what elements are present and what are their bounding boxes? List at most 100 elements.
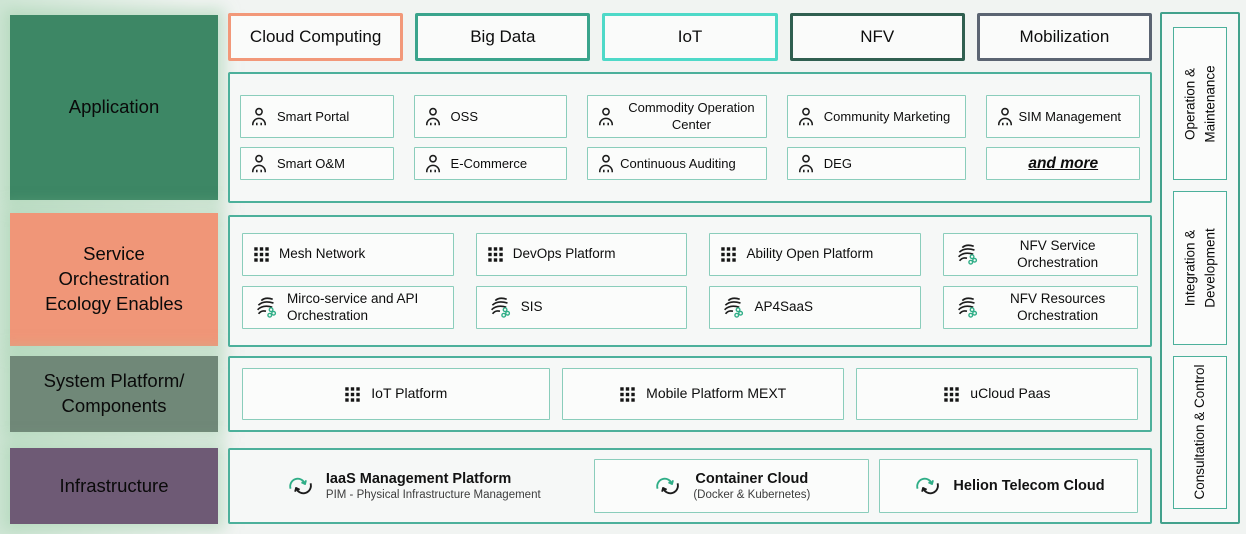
chip-nfv-label: NFV: [860, 27, 895, 46]
layer-infrastructure: Infrastructure: [10, 448, 218, 524]
cloud-sync-icon: [912, 473, 943, 499]
svc-item-mirco-service-api-orchestration: Mirco-service and API Orchestration: [242, 286, 454, 329]
infra-item-subtitle: (Docker & Kubernetes): [693, 489, 811, 501]
app-item-label: Continuous Auditing: [620, 155, 736, 171]
orchestration-icon: [954, 242, 979, 267]
infra-item-subtitle: PIM - Physical Infrastructure Management: [325, 489, 541, 501]
service-orchestration-panel: Mesh Network DevOps Platform Ability Ope…: [228, 215, 1152, 347]
svc-item-nfv-resources-orchestration: NFV Resources Orchestration: [943, 286, 1138, 329]
sys-item-iot-platform: IoT Platform: [242, 368, 550, 420]
vertical-label-line2: Development: [1202, 228, 1217, 308]
right-item-operation-maintenance: Operation & Maintenance: [1173, 27, 1227, 181]
layer-service-orchestration: Service Orchestration Ecology Enables: [10, 213, 218, 346]
svc-item-label: AP4SaaS: [754, 299, 814, 315]
svc-item-label: NFV Service Orchestration: [1017, 237, 1099, 270]
cloud-sync-icon: [285, 473, 316, 499]
vertical-label: Consultation & Control: [1190, 365, 1210, 500]
grid-icon: [344, 386, 361, 403]
svc-item-label: Mesh Network: [279, 246, 366, 262]
chip-iot-label: IoT: [677, 27, 703, 46]
grid-icon: [253, 246, 270, 263]
cloud-sync-icon: [652, 473, 683, 499]
app-item-label: Smart O&M: [277, 155, 345, 171]
application-panel: Smart Portal OSS Commodity Operation Cen…: [228, 72, 1152, 203]
app-item-label: Smart Portal: [277, 108, 350, 124]
infra-item-title: Container Cloud: [695, 471, 809, 487]
person-icon: [595, 106, 617, 128]
svc-item-ap4saas: AP4SaaS: [709, 286, 922, 329]
infra-item-title: IaaS Management Platform: [325, 471, 512, 487]
svc-item-sis: SIS: [475, 286, 688, 329]
layer-application-label: Application: [68, 96, 160, 118]
svc-item-nfv-service-orchestration: NFV Service Orchestration: [943, 233, 1138, 276]
app-item-continuous-auditing: Continuous Auditing: [587, 147, 767, 180]
chip-cloud-computing-label: Cloud Computing: [249, 27, 382, 46]
layer-system-platform-label: System Platform/ Components: [43, 370, 185, 416]
infra-item-title: Helion Telecom Cloud: [953, 478, 1105, 494]
vertical-label-line1: Consultation & Control: [1192, 364, 1208, 500]
app-item-community-marketing: Community Marketing: [786, 95, 967, 139]
infra-item-iaas-management-platform: IaaS Management Platform PIM - Physical …: [242, 459, 584, 513]
svc-item-label: SIS: [520, 299, 543, 315]
sys-item-mobile-platform-mext: Mobile Platform MEXT: [561, 368, 844, 420]
app-item-label: Community Marketing: [823, 108, 951, 124]
person-icon: [994, 106, 1016, 128]
sys-item-label: uCloud Paas: [970, 385, 1051, 402]
chip-iot: IoT: [602, 13, 778, 61]
vertical-label-line1: Integration &: [1182, 229, 1198, 307]
svc-item-mesh-network: Mesh Network: [242, 233, 454, 276]
right-services-column: Operation & Maintenance Integration & De…: [1160, 12, 1240, 524]
chip-mobilization-label: Mobilization: [1019, 27, 1110, 46]
person-icon: [595, 153, 617, 175]
app-item-sim-management: SIM Management: [986, 95, 1140, 139]
chip-cloud-computing: Cloud Computing: [228, 13, 404, 61]
app-item-commodity-operation-center: Commodity Operation Center: [587, 95, 767, 139]
chip-nfv: NFV: [789, 13, 965, 61]
infrastructure-panel: IaaS Management Platform PIM - Physical …: [228, 448, 1152, 524]
layer-application: Application: [10, 15, 218, 200]
person-icon: [795, 106, 817, 128]
grid-icon: [720, 246, 737, 263]
svc-item-label: Ability Open Platform: [746, 246, 874, 262]
orchestration-icon: [487, 295, 512, 320]
grid-icon: [619, 386, 636, 403]
layer-infrastructure-label: Infrastructure: [59, 474, 169, 496]
chip-mobilization: Mobilization: [976, 13, 1153, 61]
app-item-label: OSS: [450, 108, 479, 124]
vertical-label-line2: Maintenance: [1202, 65, 1217, 143]
person-icon: [422, 153, 444, 175]
infra-item-helion-telecom-cloud: Helion Telecom Cloud: [879, 459, 1138, 513]
app-item-label: DEG: [823, 155, 852, 171]
app-item-smart-om: Smart O&M: [240, 147, 394, 180]
app-item-label: Commodity Operation Center: [628, 100, 755, 132]
orchestration-icon: [720, 295, 745, 320]
sys-item-label: Mobile Platform MEXT: [646, 385, 787, 402]
person-icon: [795, 153, 817, 175]
right-item-integration-development: Integration & Development: [1173, 191, 1227, 345]
app-item-and-more: and more: [986, 147, 1140, 180]
vertical-label: Operation & Maintenance: [1180, 65, 1219, 142]
app-item-e-commerce: E-Commerce: [413, 147, 568, 180]
svc-item-label: NFV Resources Orchestration: [1009, 290, 1106, 323]
app-item-label: SIM Management: [1018, 108, 1122, 124]
app-item-oss: OSS: [413, 95, 568, 139]
grid-icon: [487, 246, 504, 263]
svc-item-ability-open-platform: Ability Open Platform: [709, 233, 922, 276]
app-item-smart-portal: Smart Portal: [240, 95, 394, 139]
vertical-label-line1: Operation &: [1182, 67, 1198, 140]
orchestration-icon: [253, 295, 278, 320]
person-icon: [248, 106, 270, 128]
orchestration-icon: [954, 295, 979, 320]
and-more-label: and more: [1028, 154, 1099, 172]
technology-chip-row: Cloud Computing Big Data IoT NFV Mobiliz…: [228, 13, 1153, 61]
svc-item-devops-platform: DevOps Platform: [475, 233, 688, 276]
app-item-label: E-Commerce: [450, 155, 528, 171]
infra-item-container-cloud: Container Cloud (Docker & Kubernetes): [593, 459, 870, 513]
layer-system-platform: System Platform/ Components: [10, 356, 218, 432]
svc-item-label: Mirco-service and API Orchestration: [287, 290, 419, 323]
person-icon: [248, 153, 270, 175]
right-item-consultation-control: Consultation & Control: [1173, 355, 1227, 509]
svc-item-label: DevOps Platform: [512, 246, 616, 262]
vertical-label: Integration & Development: [1180, 228, 1219, 308]
grid-icon: [943, 386, 960, 403]
